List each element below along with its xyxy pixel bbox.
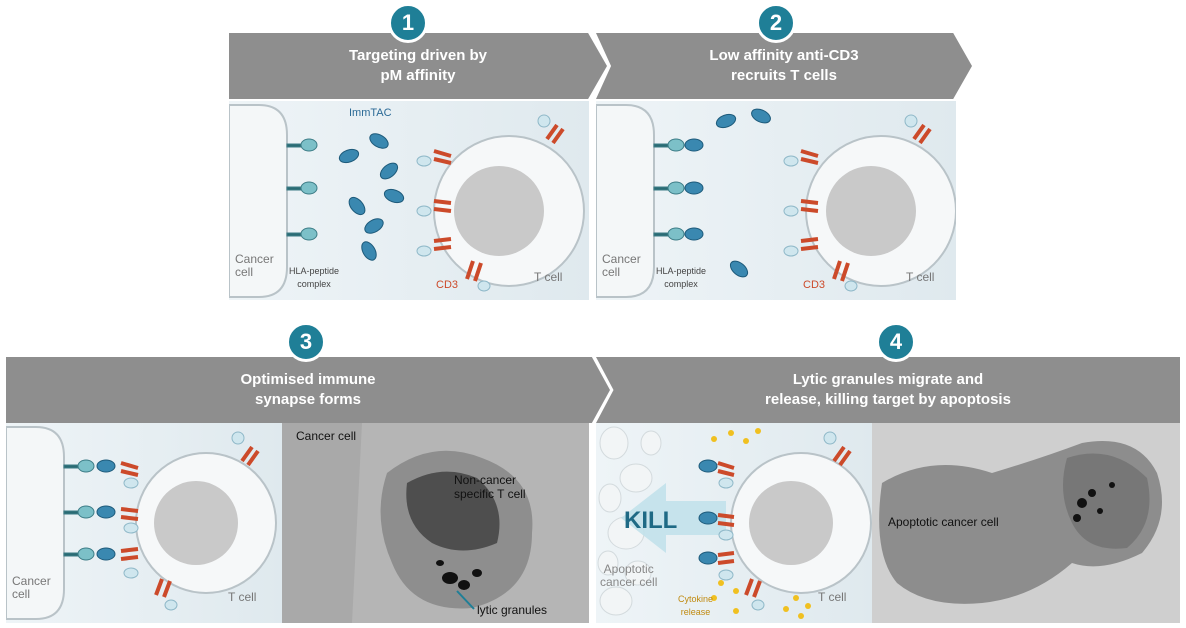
apoptotic-label: Apoptotic cancer cell xyxy=(600,563,657,589)
step-4-badge: 4 xyxy=(876,322,916,362)
step-2-title-line2: recruits T cells xyxy=(731,67,837,84)
panel-4-drawing xyxy=(597,426,872,619)
panel-3-micrograph: Cancer cell Non-cancer specific T cell l… xyxy=(282,423,589,623)
cancer-cell-label-2: Cancer cell xyxy=(602,253,641,279)
micrograph-cancer-label: Cancer cell xyxy=(296,429,357,443)
step-3-badge: 3 xyxy=(286,322,326,362)
micrograph-4-texture xyxy=(872,423,1180,623)
panel-2-illustration: Cancer cell HLA-peptide complex CD3 T ce… xyxy=(596,101,956,300)
panel-4-micrograph: Apoptotic cancer cell xyxy=(872,423,1180,623)
noncancer-line2: specific T cell xyxy=(454,487,526,501)
cd3-receptors xyxy=(433,123,565,282)
kill-label: KILL xyxy=(624,507,678,534)
cell-word: cell xyxy=(602,265,621,279)
t-cell-label-2: T cell xyxy=(906,270,935,284)
panel-3-drawing xyxy=(6,426,277,620)
cancer-cell-label-3: Cancer cell xyxy=(12,575,51,601)
apoptotic-line2: cancer cell xyxy=(600,575,658,589)
t-cell-label-3: T cell xyxy=(228,590,257,604)
step-1-title-line1: Targeting driven by xyxy=(348,47,488,64)
hla-line2: complex xyxy=(297,279,331,289)
cell-word: cell xyxy=(235,265,254,279)
cd3-label-1: CD3 xyxy=(436,279,459,291)
cancer-word: Cancer xyxy=(235,252,274,266)
cd3-label-2: CD3 xyxy=(803,279,826,291)
hla-line2: complex xyxy=(664,279,698,289)
kill-arrow xyxy=(621,483,726,553)
cytokine-dots xyxy=(711,428,811,619)
t-cell-nucleus xyxy=(454,166,544,256)
panel-2-drawing xyxy=(596,104,956,298)
cancer-cell-label-1: Cancer cell xyxy=(235,253,274,279)
cytokine-line1: Cytokine xyxy=(678,594,714,604)
hla-label-1: HLA-peptide complex xyxy=(289,265,339,291)
cytokine-line2: release xyxy=(680,607,711,617)
panel-1-drawing xyxy=(229,104,585,298)
micrograph-noncancer-label: Non-cancer specific T cell xyxy=(454,473,526,501)
t-cell-label-4: T cell xyxy=(818,590,847,604)
micrograph-apoptotic-label: Apoptotic cancer cell xyxy=(888,515,999,529)
step-3-title-line2: synapse forms xyxy=(255,391,361,408)
step-1-badge: 1 xyxy=(388,3,428,43)
apoptotic-line1: Apoptotic xyxy=(603,562,654,576)
noncancer-line1: Non-cancer xyxy=(454,473,517,487)
immtac-label: ImmTAC xyxy=(349,107,392,119)
hla-label-2: HLA-peptide complex xyxy=(656,265,706,291)
micrograph-3-texture xyxy=(282,423,589,623)
cancer-cell-membrane xyxy=(229,104,288,298)
step-4-banner: Lytic granules migrate and release, kill… xyxy=(596,357,1180,423)
step-4-title-line2: release, killing target by apoptosis xyxy=(765,391,1011,408)
hla-line1: HLA-peptide xyxy=(656,266,707,276)
step-1-title-line2: pM affinity xyxy=(380,67,456,84)
step-1-banner: Targeting driven by pM affinity xyxy=(229,33,607,99)
step-2-title-line1: Low affinity anti-CD3 xyxy=(709,47,859,64)
step-4-title-line1: Lytic granules migrate and xyxy=(792,371,984,388)
cytokine-label: Cytokine release xyxy=(678,593,713,619)
micrograph-granules-label: lytic granules xyxy=(477,603,548,617)
t-cell-label-1: T cell xyxy=(534,270,563,284)
step-3-banner: Optimised immune synapse forms xyxy=(6,357,610,423)
cancer-word: Cancer xyxy=(12,574,51,588)
cell-word: cell xyxy=(12,587,31,601)
cancer-word: Cancer xyxy=(602,252,641,266)
step-2-badge: 2 xyxy=(756,3,796,43)
apoptotic-fragments xyxy=(597,426,662,616)
panel-3-illustration: Cancer cell T cell xyxy=(6,423,282,623)
step-3-title-line1: Optimised immune xyxy=(240,371,376,388)
step-2-banner: Low affinity anti-CD3 recruits T cells xyxy=(596,33,972,99)
immtac-molecules xyxy=(338,133,405,261)
hla-line1: HLA-peptide xyxy=(289,266,340,276)
panel-4-illustration: KILL Apoptotic cancer cell Cytokine rele… xyxy=(596,423,872,623)
panel-1-illustration: ImmTAC Cancer cell HLA-peptide complex C… xyxy=(229,101,589,300)
